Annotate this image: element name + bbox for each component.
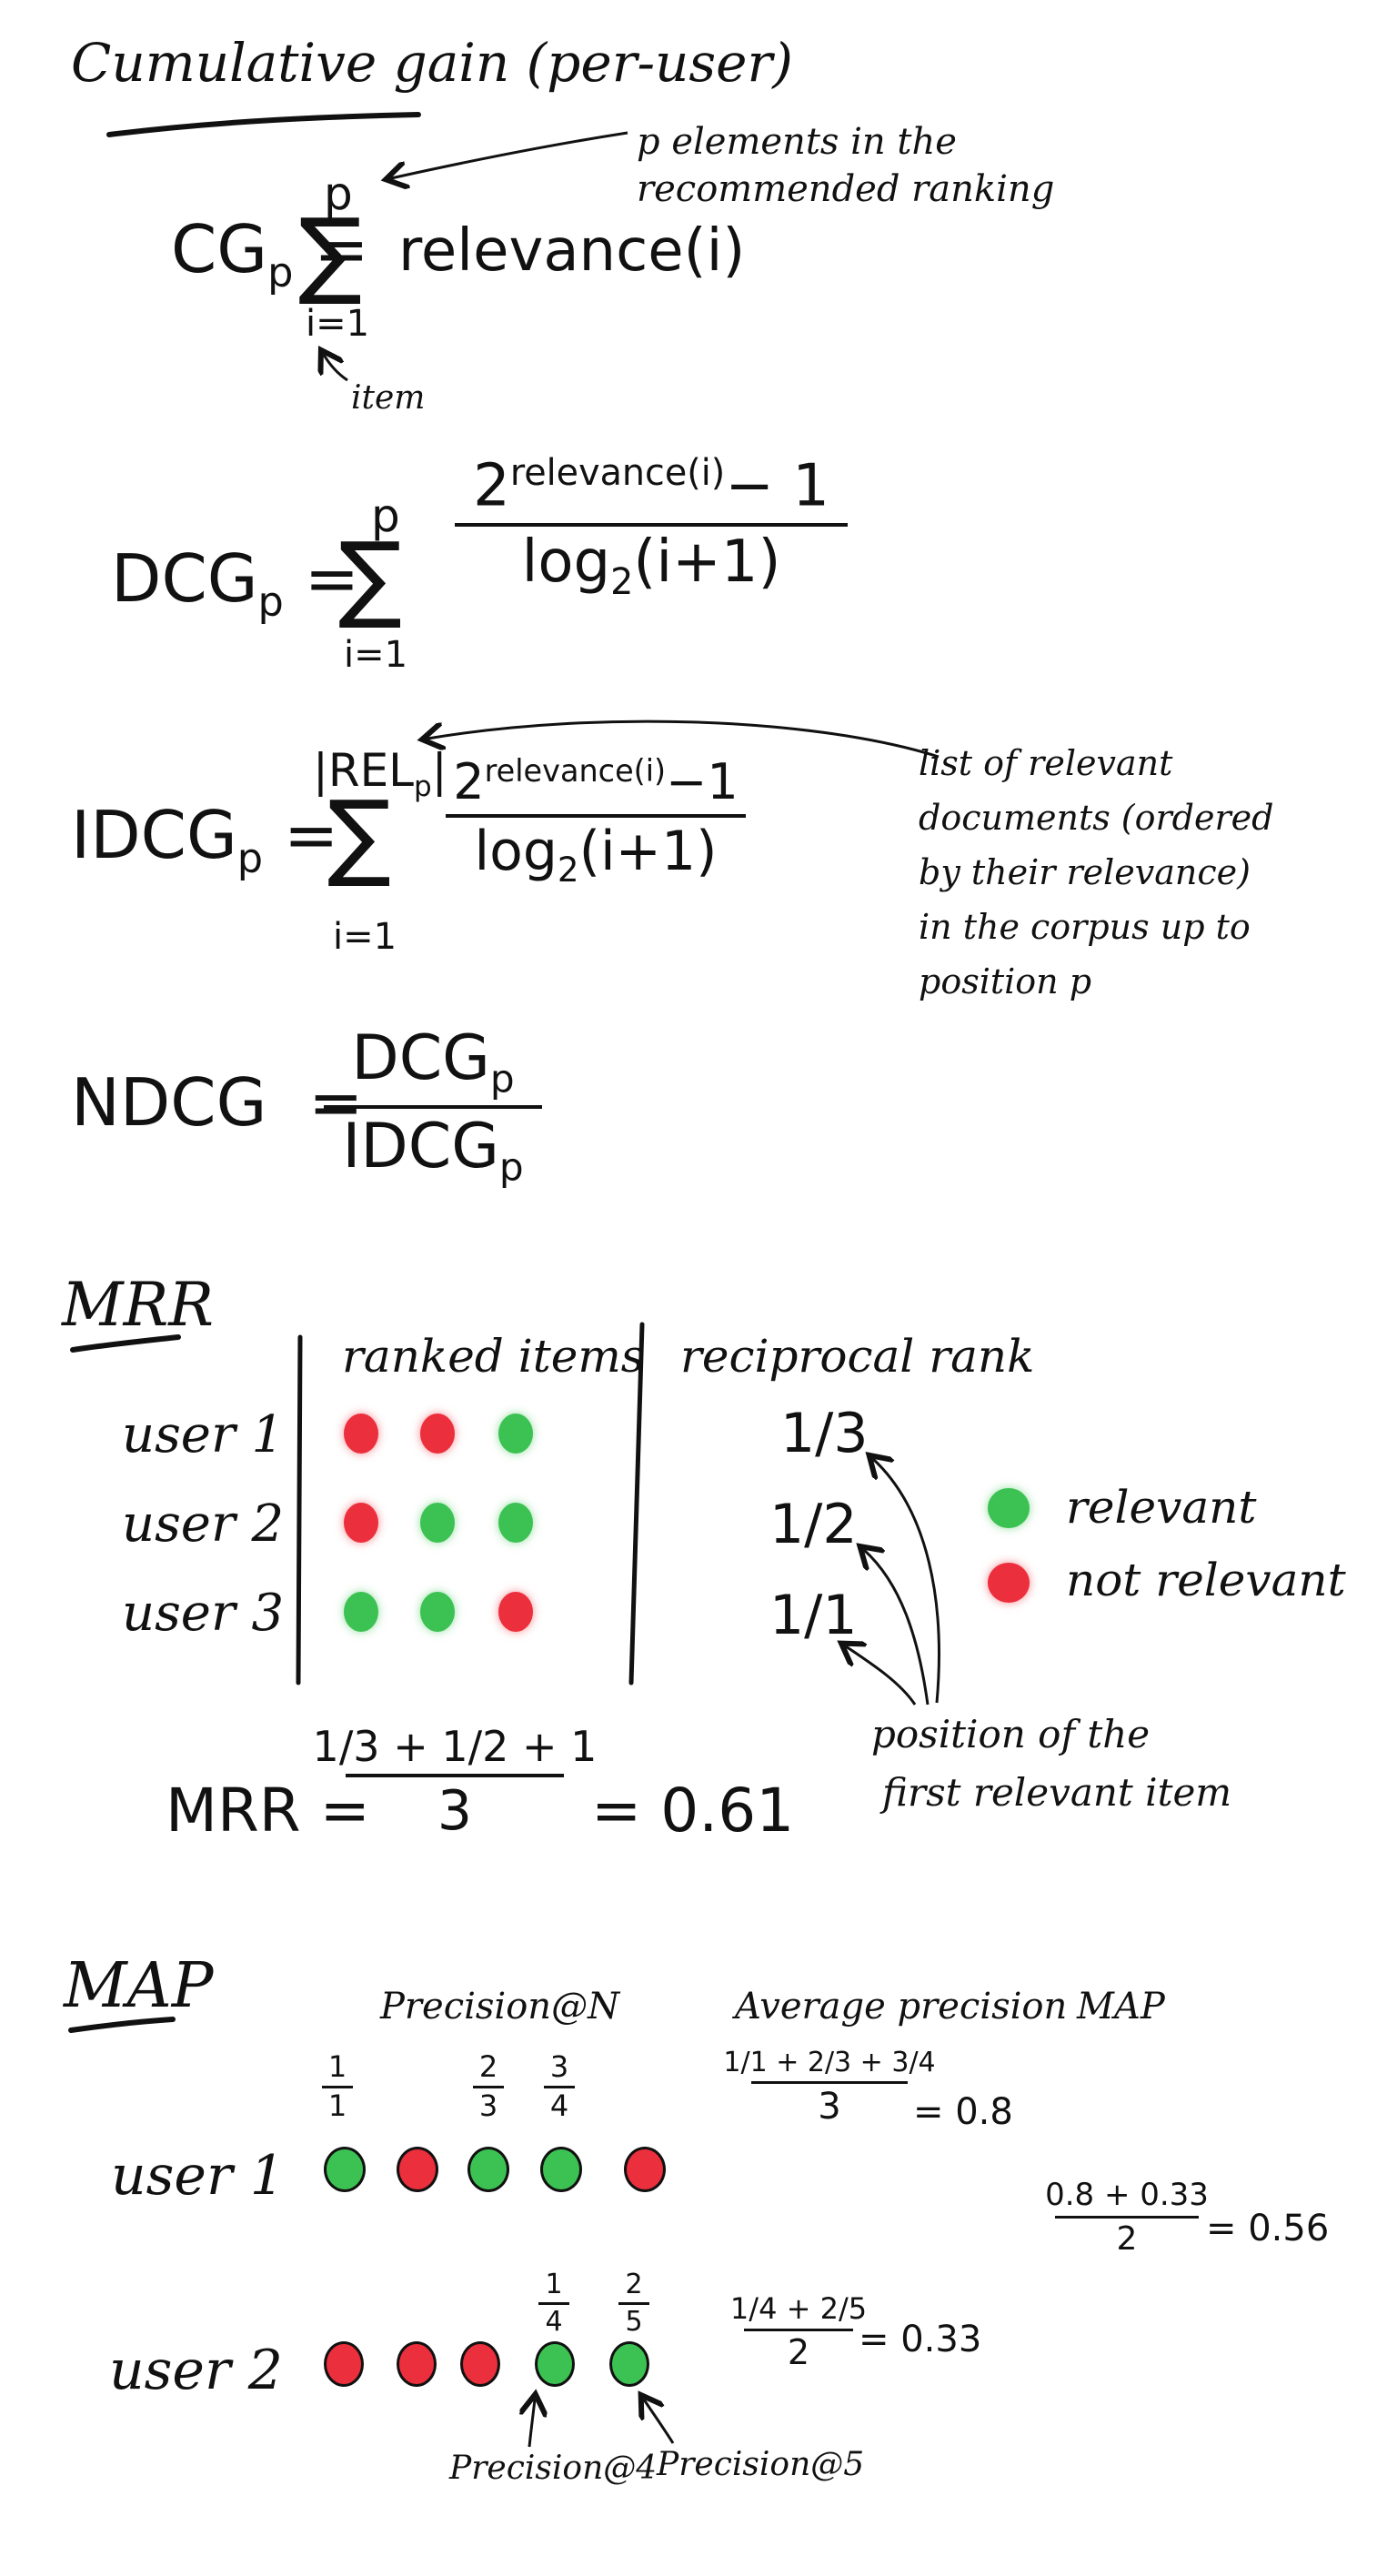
cg-lhs: CGp =: [171, 211, 369, 297]
map-u1-ap-fraction: 1/1 + 2/3 + 3/4 3: [723, 2047, 936, 2128]
idcg-sum-bottom: i=1: [333, 916, 397, 958]
map-user-1: user 1: [111, 2144, 285, 2208]
map-title: MAP: [64, 1950, 214, 2022]
idcg-note-line: position p: [919, 961, 1092, 1001]
mrr-user-3: user 3: [122, 1584, 285, 1643]
mrr-title: MRR: [62, 1270, 214, 1340]
map-final-fraction: 0.8 + 0.33 2: [1045, 2177, 1209, 2258]
legend-relevant-swatch: [988, 1488, 1030, 1528]
map-u2-ap-fraction: 1/4 + 2/5 2: [729, 2291, 868, 2372]
idcg-note-line: in the corpus up to: [919, 907, 1251, 947]
mrr-user-1-item-3-relevant: [498, 1414, 533, 1454]
idcg-sum-top: |RELp|: [313, 744, 447, 803]
mrr-user-2: user 2: [122, 1494, 285, 1554]
mrr-user-3-item-1-relevant: [344, 1592, 378, 1632]
mrr-formula-num: 1/3 + 1/2 + 1: [312, 1722, 598, 1771]
idcg-note-line: list of relevant: [919, 743, 1173, 783]
mrr-formula-result: = 0.61: [591, 1776, 795, 1846]
map-user-1-item-5-not-relevant: [624, 2147, 666, 2192]
mrr-note-line-2: first relevant item: [882, 1770, 1232, 1815]
mrr-user-2-item-2-relevant: [420, 1503, 455, 1543]
mrr-formula-fraction: 1/3 + 1/2 + 1 3: [313, 1725, 598, 1844]
map-col-precision: Precision@N: [380, 1986, 620, 2028]
map-user-2: user 2: [109, 2339, 283, 2402]
map-u1-ap-result: = 0.8: [913, 2091, 1013, 2133]
mrr-col-items: ranked items: [342, 1330, 645, 1383]
mrr-rr-1: 1/3: [780, 1402, 869, 1465]
mrr-user-1-item-2-not-relevant: [420, 1414, 455, 1454]
dcg-sum-top: p: [371, 489, 400, 542]
mrr-note-line-1: position of the: [871, 1712, 1151, 1756]
map-u2-precision-5: 2 5: [618, 2270, 649, 2336]
cg-title: Cumulative gain (per-user): [71, 32, 793, 94]
dcg-lhs: DCGp =: [111, 540, 360, 626]
map-u2-precision-4: 1 4: [538, 2270, 569, 2336]
ndcg-fraction: DCGp IDCGp: [324, 1026, 542, 1188]
cg-note-p: p elements in the recommended ranking: [637, 121, 1055, 210]
map-user-2-item-4-relevant: [535, 2341, 575, 2387]
map-col-map: MAP: [1077, 1986, 1165, 2028]
map-user-2-item-3-not-relevant: [460, 2341, 500, 2387]
map-user-1-item-4-relevant: [540, 2147, 582, 2192]
legend-relevant-label: relevant: [1066, 1481, 1257, 1534]
idcg-fraction: 2relevance(i)−1 log2(i+1): [446, 755, 746, 888]
mrr-formula-den: 3: [437, 1779, 473, 1844]
note-precision-4: Precision@4: [449, 2450, 658, 2487]
dcg-sigma: ∑: [338, 521, 403, 632]
idcg-sigma: ∑: [327, 780, 392, 891]
idcg-lhs: IDCGp =: [71, 797, 339, 882]
mrr-user-1: user 1: [122, 1405, 285, 1464]
legend-not-relevant-label: not relevant: [1066, 1554, 1346, 1606]
map-user-2-item-2-not-relevant: [397, 2341, 437, 2387]
map-u1-precision-4: 3 4: [544, 2051, 575, 2121]
idcg-note: list of relevant documents (ordered by t…: [919, 746, 1301, 999]
map-user-1-item-2-not-relevant: [397, 2147, 438, 2192]
mrr-formula-lhs: MRR =: [166, 1776, 370, 1846]
map-u1-precision-1: 1 1: [322, 2051, 353, 2121]
mrr-rr-3: 1/1: [769, 1584, 858, 1647]
map-col-avg: Average precision: [735, 1986, 1068, 2028]
dcg-fraction: 2relevance(i)− 1 log2(i+1): [455, 454, 848, 601]
mrr-user-3-item-3-not-relevant: [498, 1592, 533, 1632]
cg-note-item: item: [351, 379, 426, 417]
map-final-result: = 0.56: [1206, 2208, 1330, 2249]
mrr-col-rank: reciprocal rank: [680, 1330, 1035, 1383]
mrr-user-2-item-1-not-relevant: [344, 1503, 378, 1543]
map-user-2-item-5-relevant: [609, 2341, 649, 2387]
mrr-user-2-item-3-relevant: [498, 1503, 533, 1543]
ndcg-lhs: NDCG =: [71, 1064, 364, 1141]
mrr-rr-2: 1/2: [769, 1493, 858, 1556]
mrr-user-3-item-2-relevant: [420, 1592, 455, 1632]
cg-sum-top: p: [324, 167, 353, 220]
legend-not-relevant-swatch: [988, 1563, 1030, 1603]
map-u2-ap-result: = 0.33: [859, 2319, 982, 2360]
idcg-note-line: documents (ordered: [919, 798, 1274, 838]
cg-sigma: ∑: [298, 197, 363, 308]
map-user-1-item-3-relevant: [467, 2147, 509, 2192]
dcg-sum-bottom: i=1: [344, 634, 408, 676]
map-u1-precision-3: 2 3: [473, 2051, 504, 2121]
note-precision-5: Precision@5: [657, 2446, 865, 2483]
idcg-note-line: by their relevance): [919, 852, 1251, 892]
map-user-1-item-1-relevant: [324, 2147, 366, 2192]
cg-term: relevance(i): [398, 217, 746, 285]
cg-sum-bottom: i=1: [306, 303, 370, 345]
map-user-2-item-1-not-relevant: [324, 2341, 364, 2387]
mrr-user-1-item-1-not-relevant: [344, 1414, 378, 1454]
